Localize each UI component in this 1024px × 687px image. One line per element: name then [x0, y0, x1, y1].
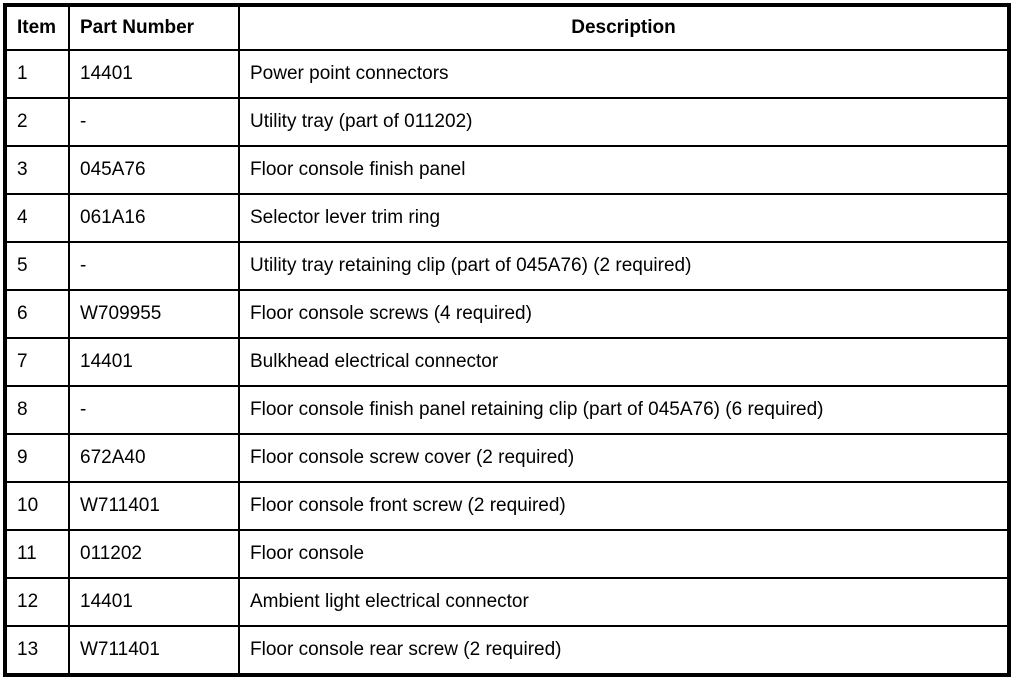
part-number-cell: W709955 — [68, 289, 240, 339]
part-number-cell: 011202 — [68, 529, 240, 579]
item-cell: 6 — [4, 289, 70, 339]
item-cell: 10 — [4, 481, 70, 531]
table-row: 4 061A16 Selector lever trim ring — [4, 193, 1010, 243]
part-number-cell: W711401 — [68, 481, 240, 531]
description-cell: Bulkhead electrical connector — [238, 337, 1010, 387]
description-cell: Ambient light electrical connector — [238, 577, 1010, 627]
description-cell: Selector lever trim ring — [238, 193, 1010, 243]
table-row: 1 14401 Power point connectors — [4, 49, 1010, 99]
part-number-cell: 672A40 — [68, 433, 240, 483]
table-row: 12 14401 Ambient light electrical connec… — [4, 577, 1010, 627]
table-row: 9 672A40 Floor console screw cover (2 re… — [4, 433, 1010, 483]
table-row: 5 - Utility tray retaining clip (part of… — [4, 241, 1010, 291]
part-number-cell: W711401 — [68, 625, 240, 676]
part-number-cell: 14401 — [68, 49, 240, 99]
description-cell: Utility tray (part of 011202) — [238, 97, 1010, 147]
column-header-description: Description — [238, 4, 1010, 51]
column-header-item: Item — [4, 4, 70, 51]
part-number-cell: - — [68, 241, 240, 291]
part-number-cell: - — [68, 97, 240, 147]
description-cell: Power point connectors — [238, 49, 1010, 99]
table-row: 7 14401 Bulkhead electrical connector — [4, 337, 1010, 387]
part-number-cell: - — [68, 385, 240, 435]
description-cell: Utility tray retaining clip (part of 045… — [238, 241, 1010, 291]
description-cell: Floor console finish panel retaining cli… — [238, 385, 1010, 435]
part-number-cell: 14401 — [68, 337, 240, 387]
item-cell: 2 — [4, 97, 70, 147]
item-cell: 12 — [4, 577, 70, 627]
item-cell: 4 — [4, 193, 70, 243]
description-cell: Floor console front screw (2 required) — [238, 481, 1010, 531]
description-cell: Floor console rear screw (2 required) — [238, 625, 1010, 676]
table-row: 8 - Floor console finish panel retaining… — [4, 385, 1010, 435]
description-cell: Floor console screw cover (2 required) — [238, 433, 1010, 483]
table-row: 2 - Utility tray (part of 011202) — [4, 97, 1010, 147]
part-number-cell: 14401 — [68, 577, 240, 627]
table-row: 11 011202 Floor console — [4, 529, 1010, 579]
table-row: 3 045A76 Floor console finish panel — [4, 145, 1010, 195]
description-cell: Floor console — [238, 529, 1010, 579]
item-cell: 3 — [4, 145, 70, 195]
description-cell: Floor console finish panel — [238, 145, 1010, 195]
parts-table-header: Item Part Number Description — [4, 4, 1010, 51]
table-row: 13 W711401 Floor console rear screw (2 r… — [4, 625, 1010, 676]
item-cell: 11 — [4, 529, 70, 579]
item-cell: 7 — [4, 337, 70, 387]
part-number-cell: 061A16 — [68, 193, 240, 243]
description-cell: Floor console screws (4 required) — [238, 289, 1010, 339]
column-header-part-number: Part Number — [68, 4, 240, 51]
table-row: 6 W709955 Floor console screws (4 requir… — [4, 289, 1010, 339]
item-cell: 1 — [4, 49, 70, 99]
item-cell: 8 — [4, 385, 70, 435]
header-row: Item Part Number Description — [4, 4, 1010, 51]
parts-table-body: 1 14401 Power point connectors 2 - Utili… — [4, 49, 1010, 676]
parts-table: Item Part Number Description 1 14401 Pow… — [3, 3, 1011, 677]
table-row: 10 W711401 Floor console front screw (2 … — [4, 481, 1010, 531]
part-number-cell: 045A76 — [68, 145, 240, 195]
item-cell: 13 — [4, 625, 70, 676]
item-cell: 9 — [4, 433, 70, 483]
item-cell: 5 — [4, 241, 70, 291]
